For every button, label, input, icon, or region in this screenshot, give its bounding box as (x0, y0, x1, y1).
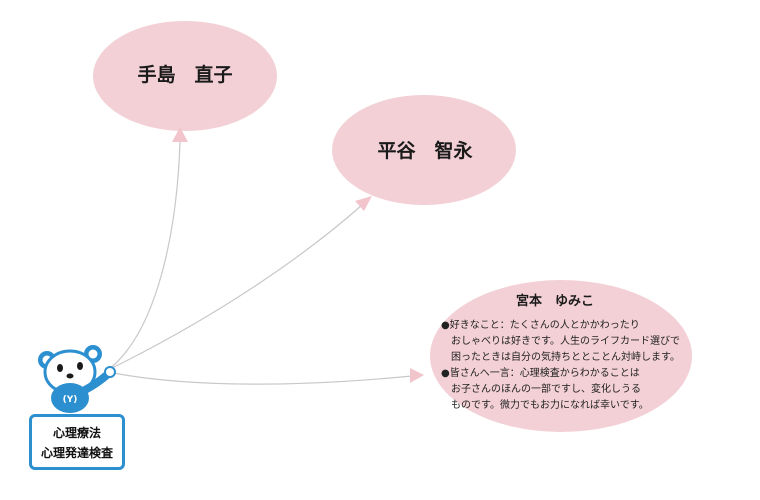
bear-mascot-icon: (Y) (38, 345, 115, 413)
sign-line: 心理発達検査 (32, 443, 122, 463)
node-3-name: 宮本 ゆみこ (430, 290, 680, 309)
node-3-description: ●好きなこと：たくさんの人とかかわったり おしゃべりは好きです。人生のライフカー… (441, 318, 691, 414)
arrow-to-node-3 (108, 372, 412, 384)
arrow-to-node-1 (108, 140, 180, 370)
mascot-chest-mark: (Y) (63, 395, 78, 405)
sign-line: 心理療法 (32, 423, 122, 443)
arrow-to-node-2 (108, 205, 362, 370)
description-line: ●好きなこと：たくさんの人とかかわったり (441, 318, 691, 334)
description-line: 困ったときは自分の気持ちととことん対峙します。 (441, 350, 691, 366)
node-1-name: 手島 直子 (95, 60, 275, 87)
description-line: お子さんのほんの一部ですし、変化しうる (441, 382, 691, 398)
description-line: ものです。微力でもお力になれば幸いです。 (441, 398, 691, 414)
arrowhead-node-3 (410, 368, 424, 383)
mascot-sign: 心理療法 心理発達検査 (29, 414, 125, 470)
node-2-name: 平谷 智永 (335, 136, 515, 163)
description-line: ●皆さんへ一言：心理検査からわかることは (441, 366, 691, 382)
description-line: おしゃべりは好きです。人生のライフカード選びで (441, 334, 691, 350)
